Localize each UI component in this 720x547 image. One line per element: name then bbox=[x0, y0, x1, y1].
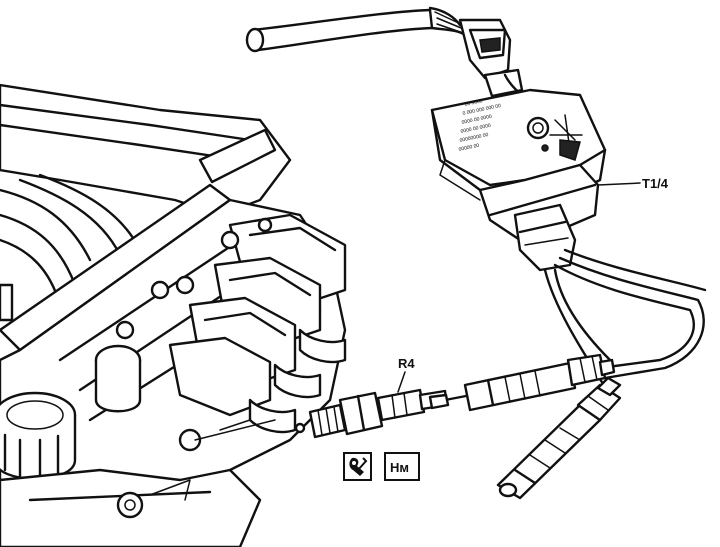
torque-unit-text: Нм bbox=[390, 460, 409, 475]
svg-text:00 0000: 00 0000 bbox=[464, 98, 483, 108]
svg-text:00000 00: 00000 00 bbox=[458, 143, 480, 153]
torque-badge: Нм bbox=[384, 452, 420, 481]
wrench-symbol-icon bbox=[349, 457, 368, 476]
engine-assembly bbox=[0, 83, 347, 547]
sensor-cable-top bbox=[245, 6, 532, 102]
sensor-label: T1/4 bbox=[642, 176, 669, 191]
spark-plug-leader bbox=[397, 371, 406, 393]
sensor-wires bbox=[543, 248, 707, 397]
sensor-probe-upper bbox=[428, 353, 616, 412]
spark-plug-label: R4 bbox=[398, 356, 415, 371]
spark-plug bbox=[294, 388, 449, 439]
sensor-probe-lower bbox=[496, 376, 622, 500]
sensor-leader bbox=[597, 182, 641, 186]
sensor-module: 00 0000 0 000 000 000 00 0000 00 0000 00… bbox=[430, 88, 607, 272]
svg-text:00000000 00: 00000000 00 bbox=[459, 132, 489, 144]
tool-badge bbox=[343, 452, 372, 481]
